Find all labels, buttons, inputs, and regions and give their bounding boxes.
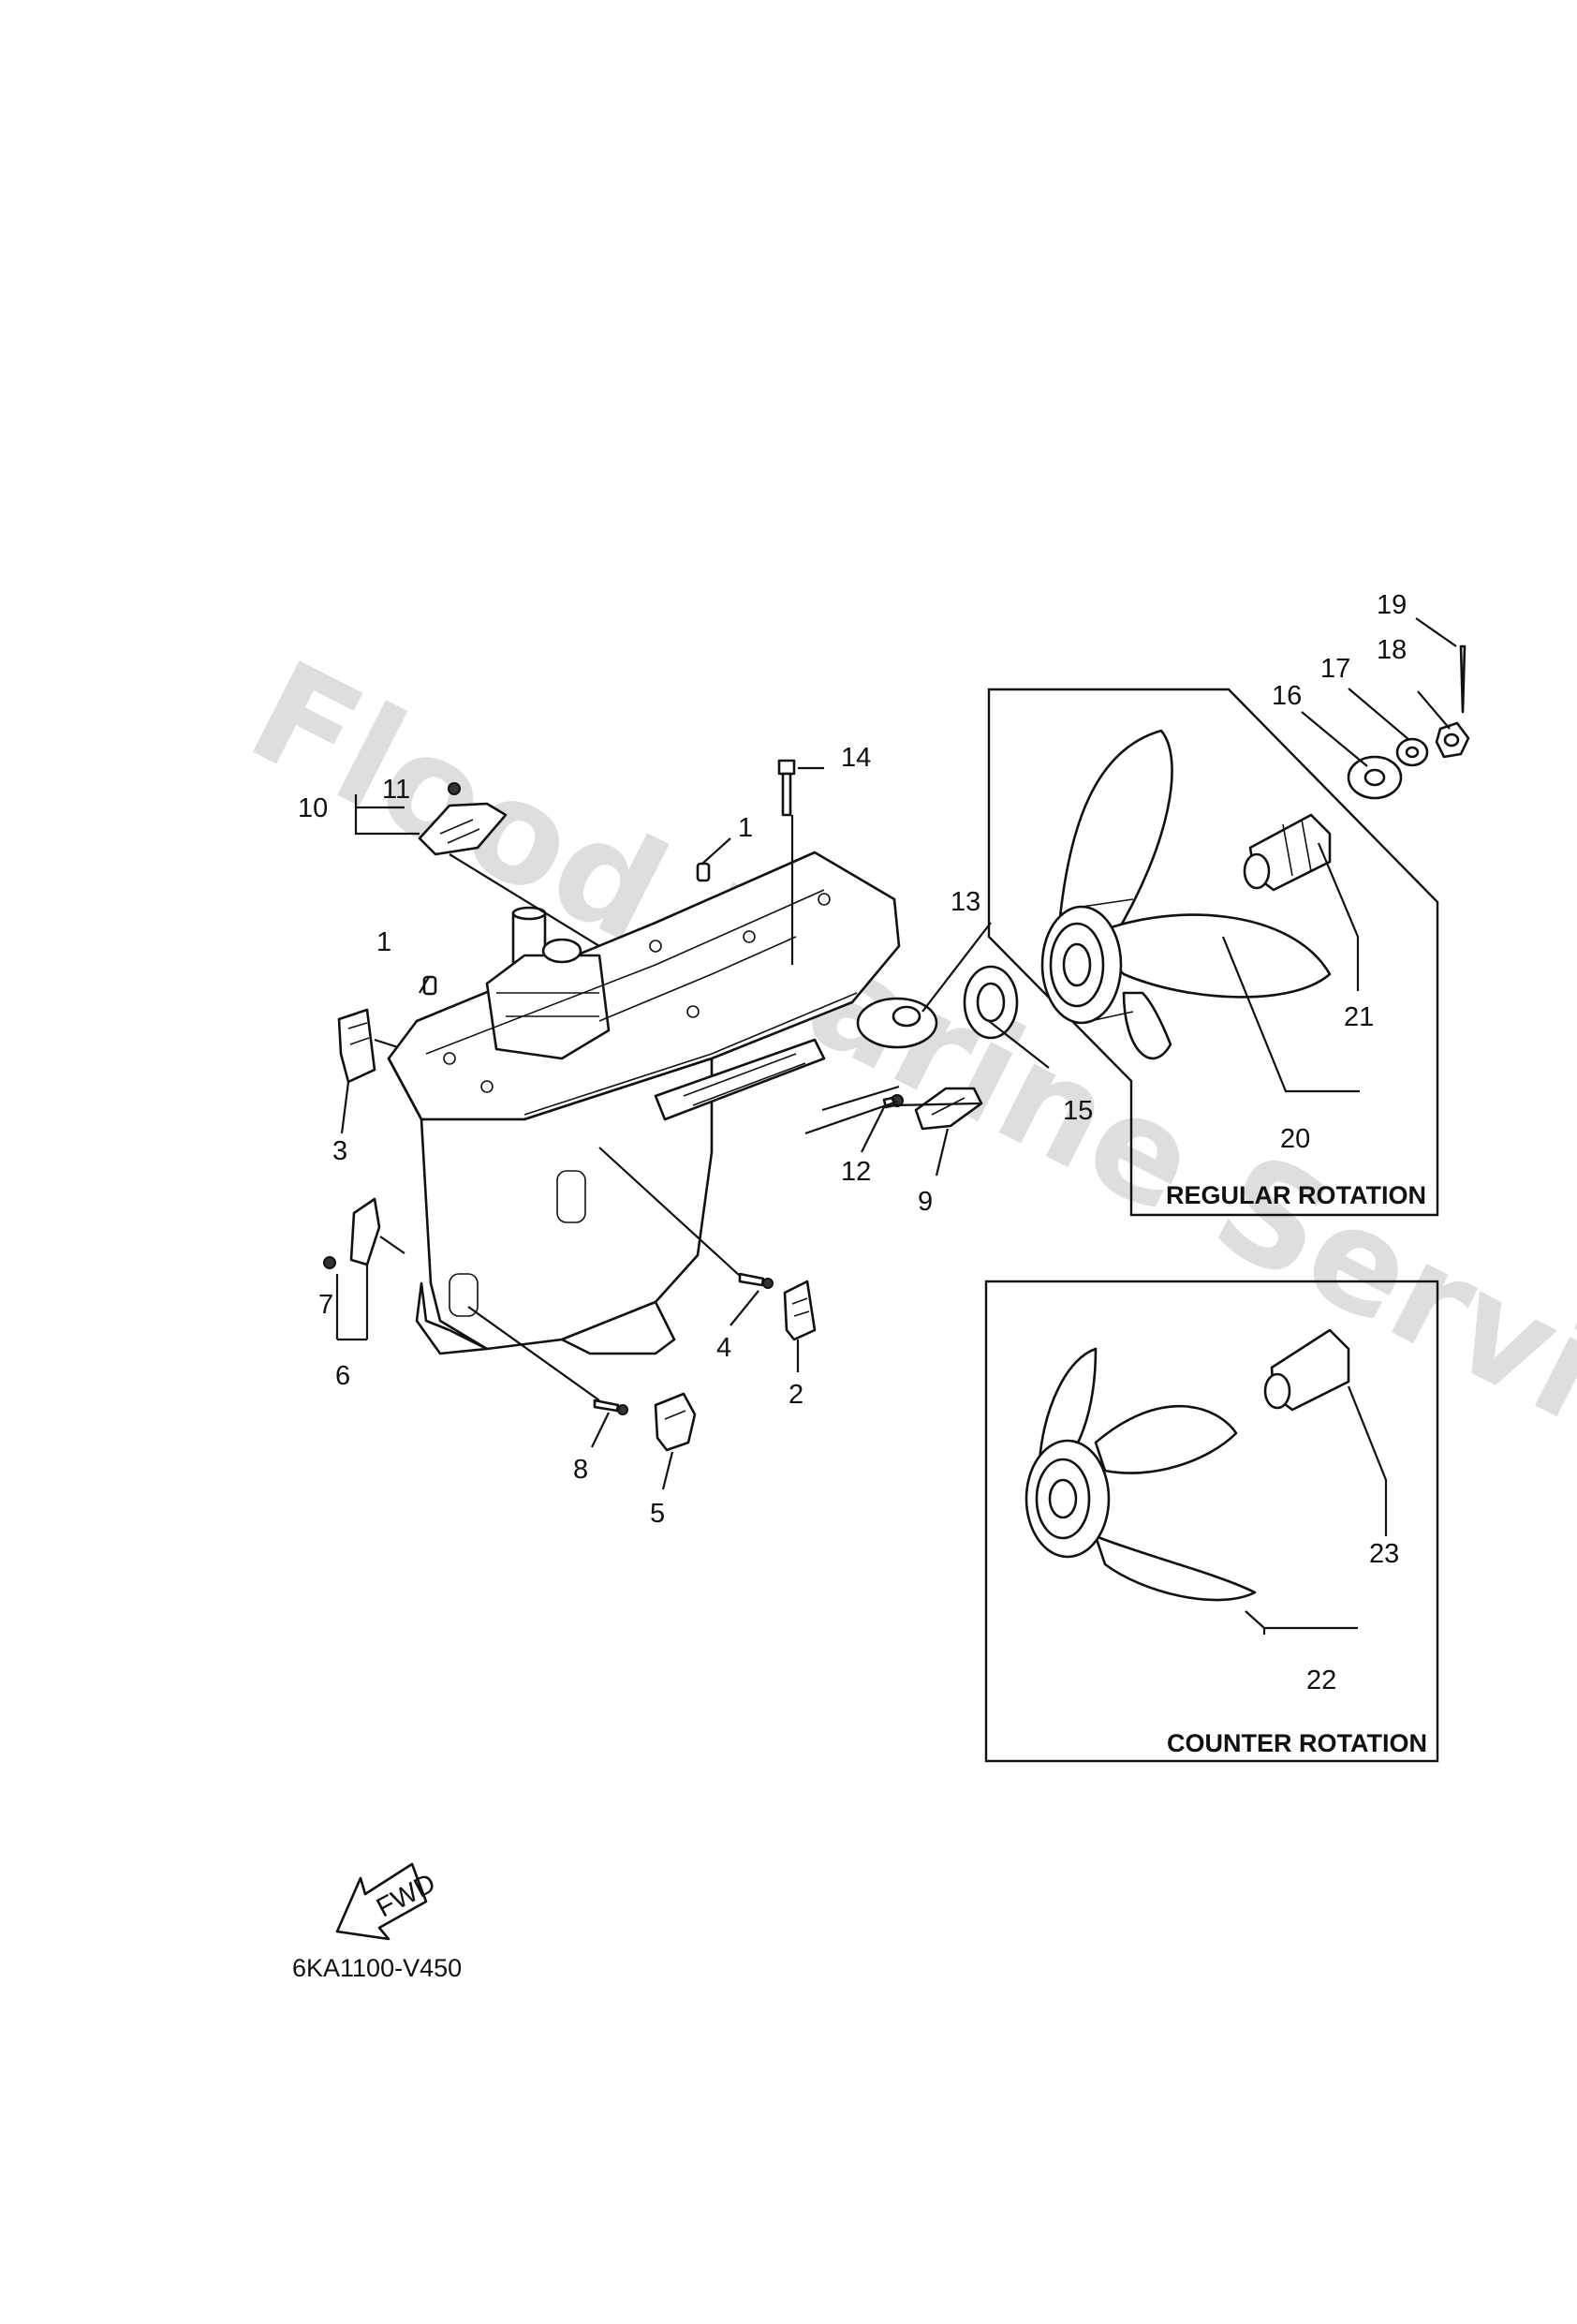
part-3-anode [337, 1008, 376, 1084]
part-15-spacer [963, 965, 1019, 1040]
callout-8: 8 [573, 1455, 588, 1485]
part-18-nut [1435, 721, 1470, 759]
callout-10: 10 [298, 793, 328, 823]
part-16-washer [1347, 755, 1403, 800]
regular-rotation-label: REGULAR ROTATION [1166, 1181, 1426, 1209]
callout-23: 23 [1369, 1539, 1399, 1569]
callout-6: 6 [335, 1361, 350, 1391]
part-10-anode [418, 782, 508, 856]
part-4-bolt [738, 1272, 774, 1289]
regular-rotation-box: REGULAR ROTATION [987, 688, 1439, 1217]
callout-1-upper: 1 [738, 813, 753, 843]
part-13-thrust-washer [856, 997, 938, 1049]
gear-case-drawing [387, 851, 901, 1355]
callout-19: 19 [1377, 590, 1407, 620]
part-1-dowel-pin [696, 862, 711, 882]
callout-13: 13 [951, 887, 980, 917]
callout-numbers: 19 18 17 16 21 20 15 13 14 1 1 10 11 3 7… [298, 590, 1407, 1695]
callout-9: 9 [918, 1187, 933, 1217]
callout-21: 21 [1344, 1002, 1374, 1032]
callout-16: 16 [1272, 681, 1302, 711]
part-8-bolt [593, 1399, 628, 1415]
fwd-arrow: FWD [335, 1862, 440, 1941]
counter-rotation-label: COUNTER ROTATION [1167, 1729, 1427, 1757]
regular-propeller-drawing [1040, 729, 1332, 1059]
counter-rotation-box: COUNTER ROTATION [984, 1280, 1439, 1763]
part-5-anode [654, 1392, 697, 1452]
part-9-anode [914, 1087, 983, 1131]
callout-20: 20 [1280, 1124, 1310, 1154]
callout-2: 2 [788, 1380, 803, 1410]
callout-1-lower: 1 [376, 927, 391, 957]
part-17-washer [1395, 737, 1429, 767]
part-14-bolt [777, 759, 796, 817]
callout-22: 22 [1306, 1665, 1336, 1695]
part-6-trim-tab [323, 1197, 381, 1269]
callout-5: 5 [650, 1499, 665, 1529]
callout-15: 15 [1063, 1096, 1093, 1126]
part-1-dowel-pin-2 [422, 975, 437, 996]
callout-17: 17 [1320, 654, 1350, 684]
callout-14: 14 [841, 743, 871, 773]
callout-12: 12 [841, 1157, 871, 1187]
part-2-anode [783, 1280, 817, 1341]
counter-propeller-drawing [1024, 1328, 1350, 1602]
callout-3: 3 [332, 1136, 347, 1166]
callout-11: 11 [382, 775, 410, 805]
callout-4: 4 [716, 1333, 731, 1363]
callout-7: 7 [318, 1290, 333, 1320]
leader-lines [335, 617, 1457, 1635]
callout-18: 18 [1377, 635, 1407, 665]
part-19-cotter-pin [1459, 644, 1466, 714]
diagram-code: 6KA1100-V450 [292, 1954, 462, 1982]
